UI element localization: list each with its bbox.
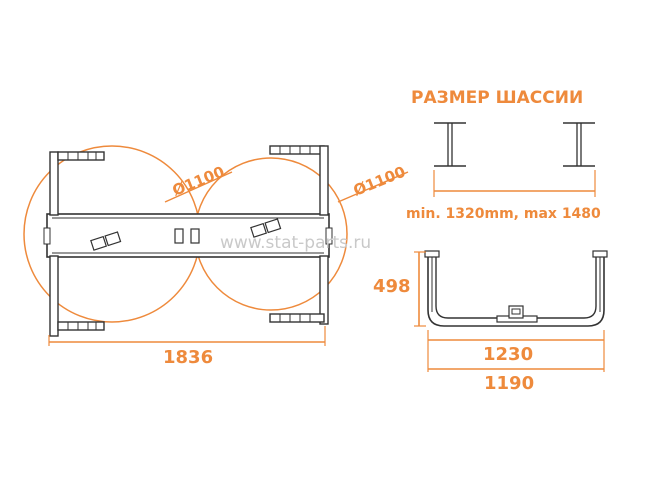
range-label: min. 1320mm, max 1480 [406, 206, 601, 222]
post-cap-right [592, 250, 608, 258]
length-label: 1836 [163, 347, 213, 368]
outer-width-label: 1230 [483, 344, 533, 365]
post-cap-left [424, 250, 440, 258]
carriage-right [250, 218, 282, 238]
i-beam-left [434, 122, 466, 167]
arm-left-top [49, 151, 105, 216]
beam-end-cap-left [43, 227, 51, 245]
beam-end-cap-right [325, 227, 333, 245]
chassis-size-view: РАЗМЕР ШАССИИ min. 1320mm, max 1480 [406, 88, 601, 222]
height-label: 498 [373, 276, 411, 297]
diameter-label-left: Ø1100 [170, 163, 227, 200]
arm-right-top [269, 145, 329, 216]
arm-right-bottom [269, 255, 329, 325]
front-view: 498 1230 1190 [373, 250, 608, 394]
plan-view: Ø1100 Ø1100 1836 [23, 145, 409, 368]
inner-width-label: 1190 [484, 373, 534, 394]
diameter-leader-left [164, 171, 233, 203]
diameter-leader-right [337, 171, 409, 203]
chassis-title: РАЗМЕР ШАССИИ [411, 88, 583, 108]
center-lock [174, 228, 200, 244]
i-beam-right [563, 122, 595, 167]
diameter-label-right: Ø1100 [351, 163, 408, 200]
arm-left-bottom [49, 255, 105, 337]
front-lock-mechanism [496, 305, 538, 323]
u-frame-outer [427, 255, 605, 327]
watermark: www.stat-parts.ru [220, 233, 371, 253]
carriage-left [90, 231, 122, 251]
